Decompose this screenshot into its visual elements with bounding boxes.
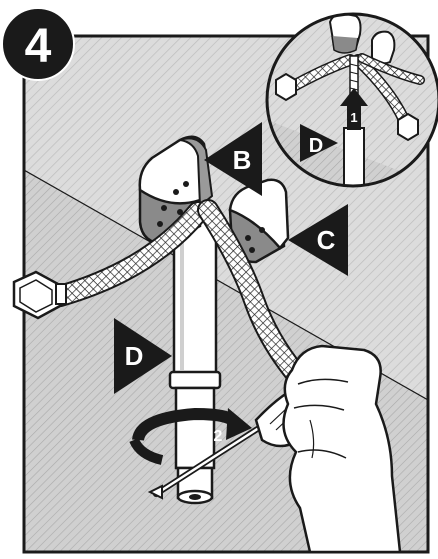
callout-d [114, 318, 172, 394]
inset-callout-d-label: D [309, 135, 323, 157]
callout-b-label: B [233, 145, 252, 175]
callout-c [288, 204, 348, 276]
inset-step-number: 1 [350, 110, 357, 125]
hand [282, 344, 402, 554]
faucet-shank [168, 213, 222, 505]
callout-c-label: C [317, 225, 336, 255]
supply-hose-left [49, 201, 209, 307]
step-number: 4 [25, 20, 52, 73]
rotation-arrow [129, 407, 252, 465]
step-badge [1, 7, 75, 81]
hose-nut [12, 270, 67, 320]
mounting-bracket-c [228, 178, 290, 264]
callout-b [204, 122, 262, 196]
inset-detail [265, 12, 438, 188]
callout-d-label: D [125, 341, 144, 371]
rotation-step-number: 2 [214, 428, 223, 445]
supply-hose-right [197, 199, 307, 385]
